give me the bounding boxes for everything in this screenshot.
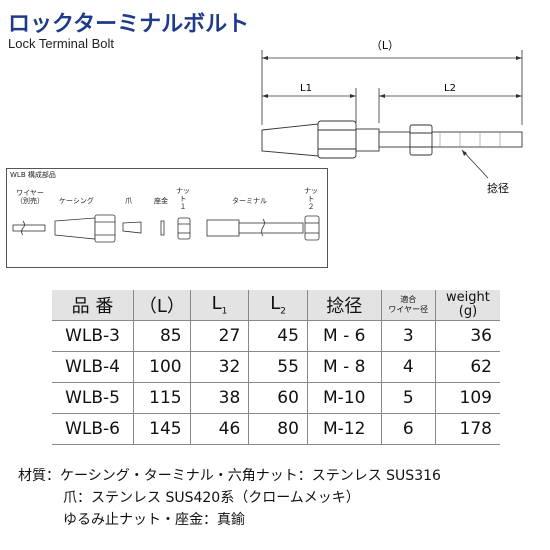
table-row: WLB-3 85 27 45 M - 6 3 36 [52, 320, 500, 352]
cell-l1: 32 [189, 351, 249, 383]
cell-wire: 3 [380, 320, 436, 352]
cell-weight: 62 [434, 351, 500, 383]
cell-product: WLB-6 [52, 413, 134, 445]
wire-header-bottom: ワイヤー径 [388, 305, 429, 314]
spec-table: 品 番 （L） L1 L2 捻径 適合 ワイヤー径 weight (g) WLB… [52, 290, 500, 445]
col-header-l1: L1 [189, 290, 249, 321]
cell-weight: 109 [434, 382, 500, 414]
dim-l2-label: L2 [444, 83, 456, 94]
cell-product: WLB-3 [52, 320, 134, 352]
cell-weight: 178 [434, 413, 500, 445]
material-line-1: 材質：ケーシング・ターミナル・六角ナット：ステンレス SUS316 [18, 468, 441, 484]
parts-box-title: WLB 構成部品 [10, 171, 56, 179]
cell-wire: 4 [380, 351, 436, 383]
weight-header-top: weight [446, 290, 490, 305]
table-row: WLB-4 100 32 55 M - 8 4 62 [52, 351, 500, 383]
part-label-claw: 爪 [125, 197, 132, 205]
cell-weight: 36 [434, 320, 500, 352]
part-label-nut2: ナット ２ [304, 187, 318, 211]
dim-l1-label: L1 [300, 83, 312, 94]
cell-l2: 60 [248, 382, 308, 414]
material-line-3: ゆるみ止ナット・座金：真鍮 [63, 512, 245, 528]
part-label-nut1: ナット １ [176, 187, 190, 211]
cell-l1: 38 [189, 382, 249, 414]
cell-wire: 5 [380, 382, 436, 414]
cell-thread: M-12 [306, 413, 382, 445]
cell-l: 100 [133, 351, 191, 383]
col-header-product: 品 番 [52, 290, 134, 321]
dim-total-label: （L） [371, 39, 399, 52]
bolt-drawing: （L） L1 L2 捻径 [261, 39, 523, 195]
cell-thread: M - 6 [306, 320, 382, 352]
table-header-row: 品 番 （L） L1 L2 捻径 適合 ワイヤー径 weight (g) [52, 290, 500, 321]
material-notes: 材質：ケーシング・ターミナル・六角ナット：ステンレス SUS316 爪：ステンレ… [18, 465, 441, 531]
col-header-l2: L2 [248, 290, 308, 321]
col-header-wire: 適合 ワイヤー径 [380, 290, 436, 321]
cell-product: WLB-4 [52, 351, 134, 383]
part-label-terminal: ターミナル [232, 197, 267, 205]
col-header-l: （L） [133, 290, 191, 321]
page-subtitle: Lock Terminal Bolt [8, 36, 114, 51]
cell-l1: 46 [189, 413, 249, 445]
cell-l1: 27 [189, 320, 249, 352]
cell-l2: 80 [248, 413, 308, 445]
table-row: WLB-5 115 38 60 M-10 5 109 [52, 382, 500, 414]
col-header-thread: 捻径 [306, 290, 382, 321]
material-line-2: 爪：ステンレス SUS420系（クロームメッキ） [63, 490, 360, 506]
cell-l: 115 [133, 382, 191, 414]
parts-drawing [12, 214, 320, 243]
cell-wire: 6 [380, 413, 436, 445]
cell-l2: 45 [248, 320, 308, 352]
parts-breakdown: WLB 構成部品 ワイヤー （別売） ケーシング 爪 座金 ナット １ ターミナ… [6, 168, 328, 268]
cell-product: WLB-5 [52, 382, 134, 414]
part-label-wire: ワイヤー （別売） [16, 189, 44, 205]
cell-l: 145 [133, 413, 191, 445]
cell-l: 85 [133, 320, 191, 352]
weight-header-bottom: (g) [458, 304, 478, 319]
part-label-casing: ケーシング [59, 197, 94, 205]
wire-header-top: 適合 [400, 295, 417, 304]
table-row: WLB-6 145 46 80 M-12 6 178 [52, 413, 500, 445]
thread-callout: 捻径 [487, 181, 509, 195]
cell-thread: M - 8 [306, 351, 382, 383]
part-label-washer: 座金 [154, 197, 168, 205]
page-title: ロックターミナルボルト [8, 12, 250, 37]
cell-thread: M-10 [306, 382, 382, 414]
cell-l2: 55 [248, 351, 308, 383]
col-header-weight: weight (g) [434, 290, 500, 321]
